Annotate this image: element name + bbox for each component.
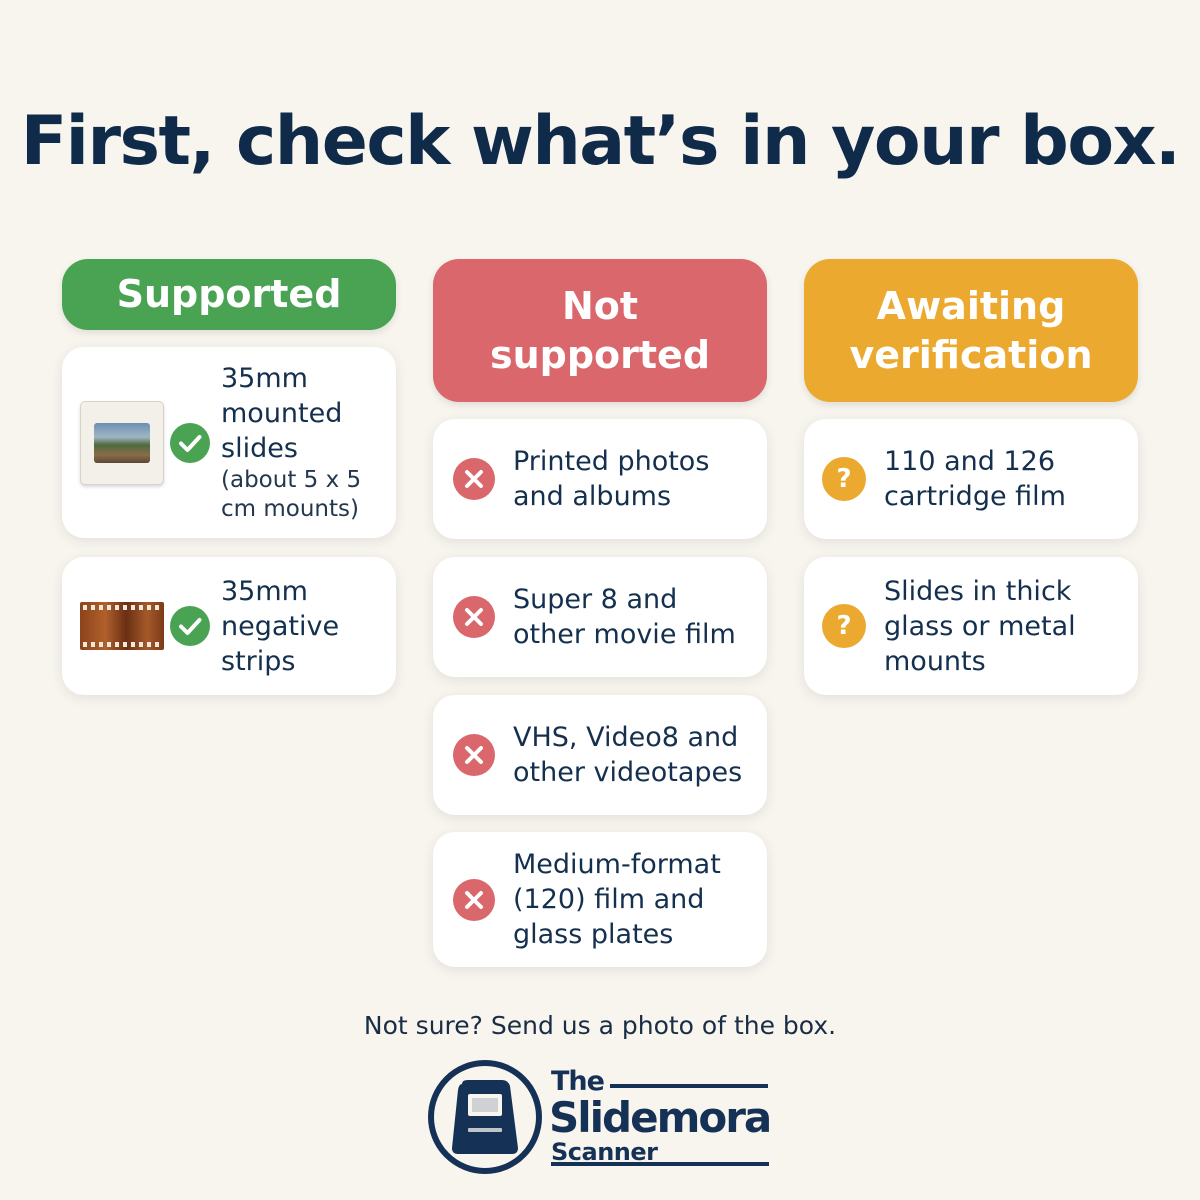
item-text: 35mm negative strips [221,575,340,677]
x-circle-icon [453,458,495,500]
item-text: 110 and 126 cartridge film [884,446,1066,512]
negative-strip-image [80,602,164,650]
x-circle-icon [453,734,495,776]
card-printed-photos: Printed photos and albums [433,419,767,539]
card-label: 35mm mounted slides (about 5 x 5 cm moun… [221,361,391,524]
card-videotapes: VHS, Video8 and other videotapes [433,695,767,815]
header-supported: Supported [62,259,396,330]
item-subtext: (about 5 x 5 cm mounts) [221,467,362,522]
card-thick-mounts: ? Slides in thick glass or metal mounts [804,557,1138,695]
card-cartridge-film: ? 110 and 126 cartridge film [804,419,1138,539]
item-text: VHS, Video8 and other videotapes [513,722,743,788]
card-movie-film: Super 8 and other movie film [433,557,767,677]
header-label: Not supported [489,283,711,377]
card-mounted-slides: 35mm mounted slides (about 5 x 5 cm moun… [62,347,396,538]
item-text: Slides in thick glass or metal mounts [884,575,1076,677]
check-circle-icon [170,606,210,646]
logo-text-the: The [551,1066,605,1097]
item-text: Super 8 and other movie film [513,584,736,650]
logo-text-scanner: Scanner [551,1138,658,1166]
item-text: 35mm mounted slides [221,363,343,464]
logo-text-name: Slidemora [549,1093,772,1142]
slide-mount-image [80,400,164,485]
item-text: Printed photos and albums [513,446,710,512]
card-medium-format: Medium-format (120) film and glass plate… [433,832,767,967]
item-text: Medium-format (120) film and glass plate… [513,849,721,950]
header-not-supported: Not supported [433,259,767,402]
question-circle-icon: ? [822,604,866,648]
brand-logo: The Slidemora Scanner [428,1060,778,1190]
scanner-icon [428,1060,542,1174]
card-negative-strips: 35mm negative strips [62,557,396,695]
header-awaiting-verification: Awaiting verification [804,259,1138,402]
x-circle-icon [453,596,495,638]
question-circle-icon: ? [822,457,866,501]
footer-note: Not sure? Send us a photo of the box. [363,1011,837,1040]
x-circle-icon [453,878,495,921]
header-label: Awaiting verification [849,283,1093,377]
page-title: First, check what’s in your box. [20,102,1181,181]
check-circle-icon [170,422,210,463]
